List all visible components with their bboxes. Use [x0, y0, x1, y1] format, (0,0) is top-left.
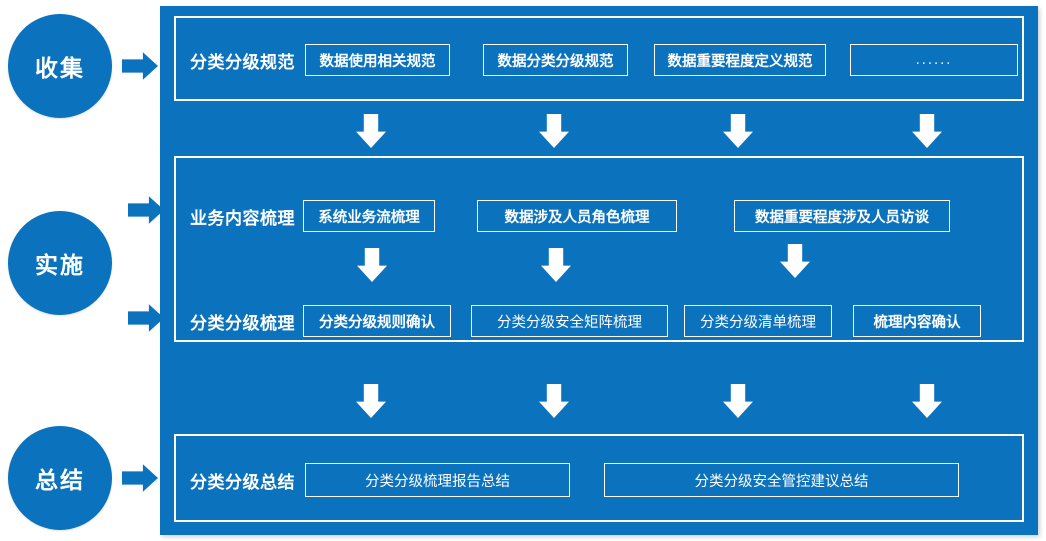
main-flow-panel: 分类分级规范 数据使用相关规范 数据分类分级规范 数据重要程度定义规范 ....…	[160, 6, 1038, 535]
down-arrow-icon	[912, 114, 942, 148]
down-arrow-icon	[539, 114, 569, 148]
chip-classification-rule-confirm[interactable]: 分类分级规则确认	[303, 305, 451, 337]
stage-implement-circle[interactable]: 实施	[8, 211, 112, 315]
down-arrow-icon	[356, 114, 386, 148]
right-arrow-icon	[122, 52, 158, 80]
stage-summary-label: 总结	[35, 468, 85, 494]
down-arrow-icon	[723, 384, 753, 418]
chip-spec-ellipsis[interactable]: ......	[850, 44, 1018, 76]
stage-implement[interactable]: 实施	[8, 211, 112, 315]
down-arrow-icon	[539, 384, 569, 418]
stage-summary-circle[interactable]: 总结	[8, 426, 112, 530]
right-arrow-icon	[122, 464, 158, 492]
chip-data-usage-spec[interactable]: 数据使用相关规范	[305, 44, 450, 76]
down-arrow-icon	[780, 244, 810, 278]
section-spec-label: 分类分级规范	[190, 52, 295, 73]
right-arrow-icon	[128, 196, 164, 224]
stage-implement-label: 实施	[35, 253, 85, 279]
section-spec: 分类分级规范 数据使用相关规范 数据分类分级规范 数据重要程度定义规范 ....…	[174, 16, 1024, 101]
down-arrow-icon	[541, 248, 571, 282]
stage-collect-circle[interactable]: 收集	[8, 14, 112, 118]
down-arrow-icon	[723, 114, 753, 148]
section-summary-label: 分类分级总结	[190, 472, 295, 493]
stage-collect-label: 收集	[35, 56, 85, 82]
chip-data-importance-interview[interactable]: 数据重要程度涉及人员访谈	[734, 200, 950, 232]
chip-classification-inventory[interactable]: 分类分级清单梳理	[684, 305, 832, 337]
chip-classification-security-advice-summary[interactable]: 分类分级安全管控建议总结	[604, 463, 959, 497]
chip-classification-security-matrix[interactable]: 分类分级安全矩阵梳理	[471, 305, 668, 337]
section-classify-label: 分类分级梳理	[190, 313, 295, 334]
chip-data-personnel-role[interactable]: 数据涉及人员角色梳理	[477, 200, 677, 232]
chip-system-business-flow[interactable]: 系统业务流梳理	[303, 200, 435, 232]
section-business-label: 业务内容梳理	[190, 208, 295, 229]
chip-content-confirm[interactable]: 梳理内容确认	[853, 305, 981, 337]
chip-data-importance-definition-spec[interactable]: 数据重要程度定义规范	[654, 44, 826, 76]
stage-collect[interactable]: 收集	[8, 14, 158, 118]
section-implementation: 业务内容梳理 系统业务流梳理 数据涉及人员角色梳理 数据重要程度涉及人员访谈 分…	[174, 156, 1024, 342]
chip-data-classification-spec[interactable]: 数据分类分级规范	[483, 44, 628, 76]
stage-summary[interactable]: 总结	[8, 426, 158, 530]
down-arrow-icon	[356, 384, 386, 418]
down-arrow-icon	[357, 248, 387, 282]
chip-classification-report-summary[interactable]: 分类分级梳理报告总结	[305, 463, 570, 497]
down-arrow-icon	[912, 384, 942, 418]
section-conclusion: 分类分级总结 分类分级梳理报告总结 分类分级安全管控建议总结	[174, 434, 1024, 522]
right-arrow-icon	[128, 304, 164, 332]
